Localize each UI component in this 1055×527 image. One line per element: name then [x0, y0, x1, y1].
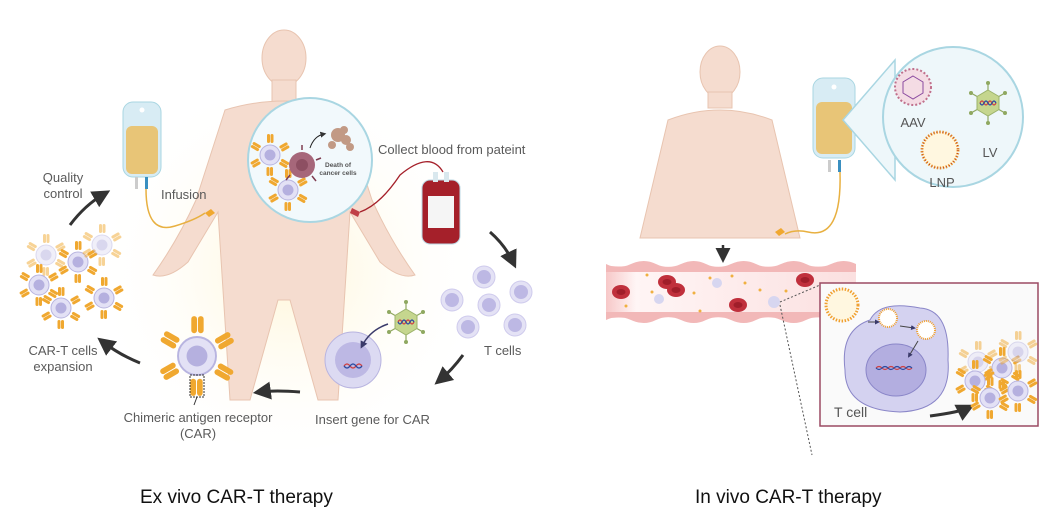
lnp-icon [920, 130, 960, 170]
t-cell-label: T cell [834, 404, 867, 420]
collect-blood-label: Collect blood from pateint [378, 142, 526, 157]
vector-magnifier-lens: AAV LV LNP [842, 46, 1024, 190]
cancer-cell-icon [285, 145, 322, 182]
aav-icon [894, 68, 932, 106]
inset-label-2: cancer cells [319, 170, 357, 177]
iv-bag-vector-icon [775, 77, 856, 236]
inset-label-1: Death of [325, 162, 352, 169]
expansion-label: CAR-T cells expansion [28, 343, 98, 374]
t-cells-label: T cells [484, 343, 522, 358]
t-cell-transduction-inset: T cell [819, 282, 1039, 427]
lnp-label: LNP [929, 175, 954, 190]
car-label: Chimeric antigen receptor (CAR) [123, 410, 273, 441]
insert-gene-label: Insert gene for CAR [315, 412, 430, 427]
infusion-label: Infusion [161, 187, 207, 202]
lv-label: LV [983, 145, 998, 160]
in-vivo-title: In vivo CAR-T therapy [695, 487, 882, 508]
quality-control-label: Quality control [42, 170, 84, 201]
blood-bag-icon [350, 161, 461, 245]
ex-vivo-title: Ex vivo CAR-T therapy [140, 487, 333, 508]
human-torso-figure [639, 45, 801, 239]
dead-cancer-debris-icon [328, 126, 354, 151]
process-arrows [68, 190, 517, 400]
aav-label: AAV [900, 115, 925, 130]
cancer-killing-inset: Death of cancer cells [247, 97, 373, 223]
blood-vessel [606, 261, 856, 323]
gene-insertion-icon [324, 299, 426, 389]
infusion-bag-icon [122, 101, 215, 229]
